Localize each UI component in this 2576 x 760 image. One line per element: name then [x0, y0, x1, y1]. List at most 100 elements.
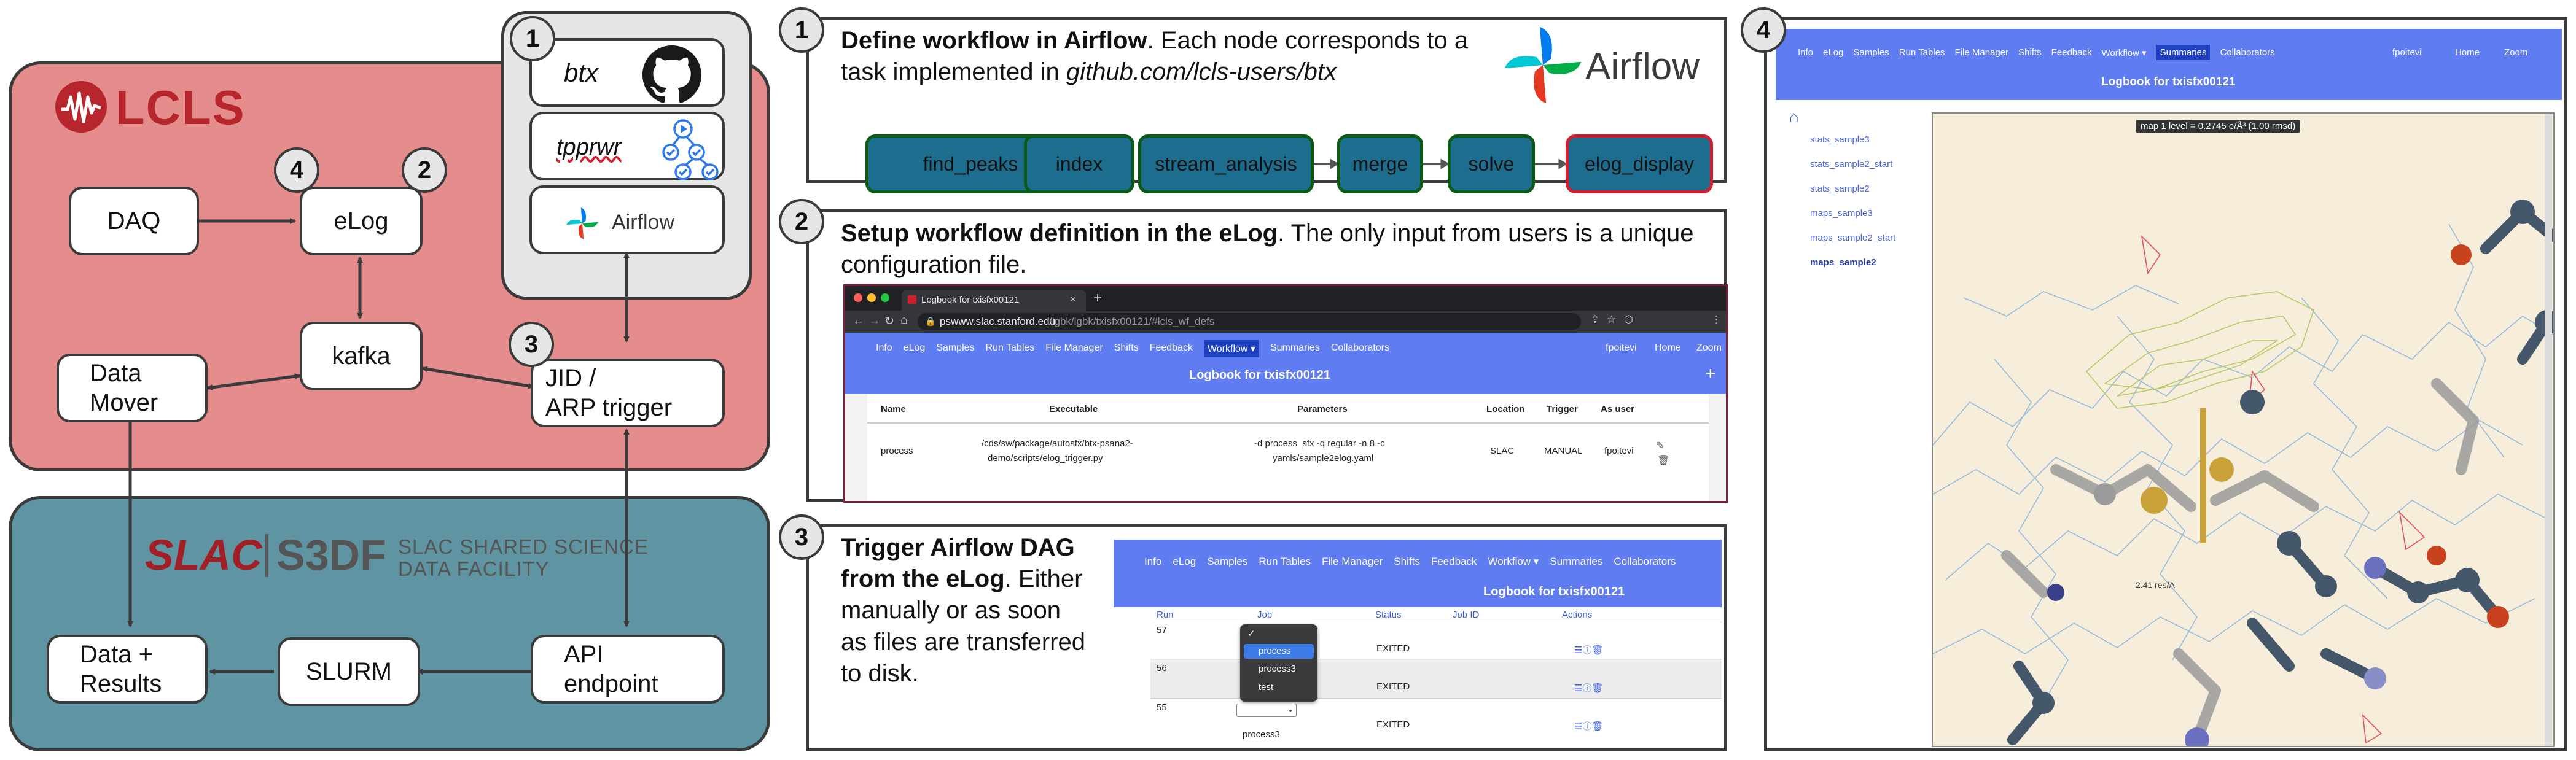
nav-elog[interactable]: eLog — [903, 343, 926, 353]
lock-icon: 🔒 — [925, 316, 936, 326]
nav-collaborators[interactable]: Collaborators — [1330, 343, 1389, 353]
extension-icon[interactable]: ⬡ — [1624, 314, 1633, 325]
step2-title: Setup workflow definition in the eLog — [841, 220, 1278, 247]
link-stats-sample2-start[interactable]: stats_sample2_start — [1810, 159, 1893, 169]
nav4-elog[interactable]: eLog — [1823, 47, 1844, 58]
nav4-info[interactable]: Info — [1798, 47, 1814, 58]
forward-icon[interactable]: → — [868, 314, 880, 327]
step3-logbook-title: Logbook for txisfx00121 — [1483, 585, 1625, 599]
nav4-samples[interactable]: Samples — [1853, 47, 1889, 58]
share-icon[interactable]: ⇪ — [1591, 314, 1600, 325]
more-icon[interactable]: ⋮ — [1711, 314, 1722, 325]
link-maps-sample3[interactable]: maps_sample3 — [1810, 208, 1873, 219]
dropdown-check-icon: ✓ — [1247, 629, 1255, 639]
nav-home[interactable]: Home — [1655, 343, 1681, 353]
add-definition-icon[interactable]: + — [1705, 363, 1716, 384]
dropdown-option-test[interactable]: test — [1259, 682, 1274, 692]
run-55-actions[interactable]: ☰ⓘ🗑 — [1574, 721, 1604, 732]
nav3-run-tables[interactable]: Run Tables — [1259, 556, 1311, 567]
dropdown-option-process3[interactable]: process3 — [1259, 664, 1296, 674]
nav4-shifts[interactable]: Shifts — [2018, 47, 2042, 58]
nav-info[interactable]: Info — [876, 343, 892, 353]
nav3-workflow[interactable]: Workflow ▾ — [1488, 556, 1539, 567]
nav4-collaborators[interactable]: Collaborators — [2220, 47, 2275, 58]
run-57-actions[interactable]: ☰ⓘ🗑 — [1574, 645, 1604, 656]
nav4-home[interactable]: Home — [2455, 47, 2480, 58]
nav4-user[interactable]: fpoitevi — [2392, 47, 2422, 58]
window-min-dot[interactable] — [867, 293, 876, 302]
nav-samples[interactable]: Samples — [936, 343, 975, 353]
s3df-logo: SLAC S3DF SLAC SHARED SCIENCE DATA FACIL… — [145, 531, 698, 583]
nav3-collaborators[interactable]: Collaborators — [1614, 556, 1676, 567]
badge-3: 3 — [509, 322, 554, 367]
step2-panel: Setup workflow definition in the eLog. T… — [806, 209, 1728, 503]
job-dropdown[interactable]: ✓ process process3 test — [1240, 624, 1317, 702]
link-stats-sample2[interactable]: stats_sample2 — [1810, 184, 1870, 194]
edit-icon[interactable]: ✎ — [1656, 441, 1665, 451]
run-55-job-select[interactable]: ⌄ — [1236, 704, 1297, 717]
nav3-info[interactable]: Info — [1144, 556, 1162, 567]
nav3-summaries[interactable]: Summaries — [1550, 556, 1603, 567]
th-executable: Executable — [1049, 404, 1098, 414]
link-maps-sample2[interactable]: maps_sample2 — [1810, 257, 1876, 268]
run-56-actions[interactable]: ☰ⓘ🗑 — [1574, 683, 1604, 694]
nav4-summaries[interactable]: Summaries — [2156, 45, 2211, 60]
data-results-box: Data +Results — [47, 635, 208, 704]
nav3-samples[interactable]: Samples — [1207, 556, 1248, 567]
tab-close-icon[interactable]: × — [1070, 293, 1076, 305]
window-max-dot[interactable] — [881, 293, 889, 302]
nav-shifts[interactable]: Shifts — [1114, 343, 1139, 353]
link-stats-sample3[interactable]: stats_sample3 — [1810, 134, 1870, 145]
th3-status: Status — [1375, 610, 1402, 620]
step1-text: Define workflow in Airflow. Each node co… — [841, 25, 1492, 88]
map-scrollbar[interactable] — [2545, 114, 2552, 746]
browser-tab[interactable]: Logbook for txisfx00121 × — [902, 290, 1086, 311]
nav3-file-manager[interactable]: File Manager — [1322, 556, 1383, 567]
table-divider — [867, 422, 1709, 424]
step3-line-2-bold: from the eLog — [841, 565, 1005, 593]
new-tab-icon[interactable]: + — [1093, 290, 1103, 306]
link-maps-sample2-start[interactable]: maps_sample2_start — [1810, 233, 1896, 243]
nav4-feedback[interactable]: Feedback — [2051, 47, 2092, 58]
summary-home-icon[interactable]: ⌂ — [1789, 107, 1799, 126]
home-icon[interactable]: ⌂ — [900, 314, 908, 327]
nav-run-tables[interactable]: Run Tables — [985, 343, 1035, 353]
nav-feedback[interactable]: Feedback — [1149, 343, 1193, 353]
daq-box: DAQ — [69, 187, 199, 255]
dropdown-option-process[interactable]: process — [1244, 644, 1314, 659]
nav3-shifts[interactable]: Shifts — [1394, 556, 1420, 567]
data-results-line-2: Results — [80, 670, 162, 697]
th-trigger: Trigger — [1547, 404, 1578, 414]
nav4-file-manager[interactable]: File Manager — [1954, 47, 2009, 58]
nav-user[interactable]: fpoitevi — [1606, 343, 1637, 353]
nav-summaries[interactable]: Summaries — [1270, 343, 1320, 353]
density-map-viewer[interactable]: map 1 level = 0.2745 e/Å³ (1.00 rmsd) 2.… — [1932, 112, 2555, 747]
address-bar[interactable]: 🔒 pswww.slac.stanford.edu /lgbk/lgbk/txi… — [918, 313, 1581, 330]
data-mover-line-1: Data — [90, 360, 142, 387]
nav4-workflow[interactable]: Workflow ▾ — [2101, 48, 2147, 58]
reload-icon[interactable]: ↻ — [884, 315, 894, 328]
nav-zoom[interactable]: Zoom — [1696, 343, 1722, 353]
td-name: process — [881, 446, 913, 456]
lcls-logo-text: LCLS — [115, 80, 246, 134]
url-host: pswww.slac.stanford.edu — [940, 316, 1056, 327]
bookmark-icon[interactable]: ☆ — [1607, 314, 1617, 325]
delete-icon[interactable]: 🗑 — [1657, 456, 1670, 466]
step4-badge: 4 — [1741, 7, 1786, 53]
browser-tabbar: Logbook for txisfx00121 × + — [845, 286, 1726, 311]
step4-panel: Info eLog Samples Run Tables File Manage… — [1764, 17, 2567, 751]
nav4-run-tables[interactable]: Run Tables — [1899, 47, 1945, 58]
data-results-line-1: Data + — [80, 641, 153, 668]
window-close-dot[interactable] — [854, 293, 862, 302]
s3df-logo-divider — [265, 534, 268, 577]
td-trigger: MANUAL — [1544, 446, 1583, 456]
flow-node-index: index — [1024, 134, 1134, 193]
back-icon[interactable]: ← — [853, 314, 864, 327]
nav-file-manager[interactable]: File Manager — [1045, 343, 1103, 353]
step2-text: Setup workflow definition in the eLog. T… — [841, 218, 1713, 281]
nav3-elog[interactable]: eLog — [1173, 556, 1196, 567]
nav3-feedback[interactable]: Feedback — [1430, 556, 1477, 567]
nav-workflow[interactable]: Workflow ▾ — [1203, 340, 1259, 357]
nav4-zoom[interactable]: Zoom — [2504, 47, 2528, 58]
td-exec-1: /cds/sw/package/autosfx/btx-psana2- — [982, 438, 1133, 449]
